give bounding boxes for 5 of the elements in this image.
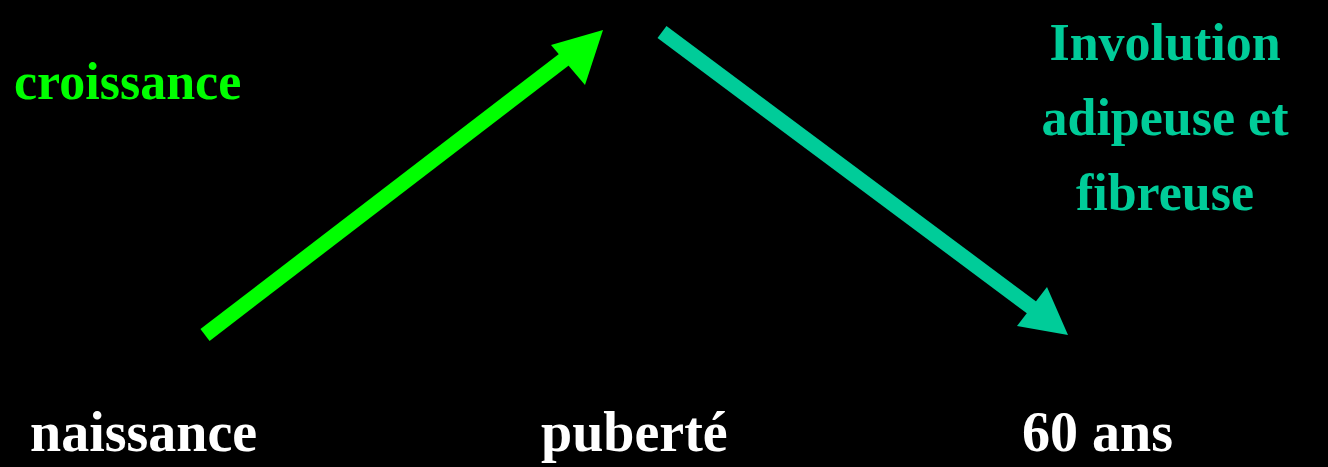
age-label: puberté — [541, 400, 728, 464]
involution-label: Involution adipeuse et fibreuse — [1040, 13, 1290, 223]
age-label: naissance — [30, 400, 258, 464]
age-label: 60 ans — [1022, 400, 1173, 464]
growth-label: croissance — [14, 52, 242, 112]
